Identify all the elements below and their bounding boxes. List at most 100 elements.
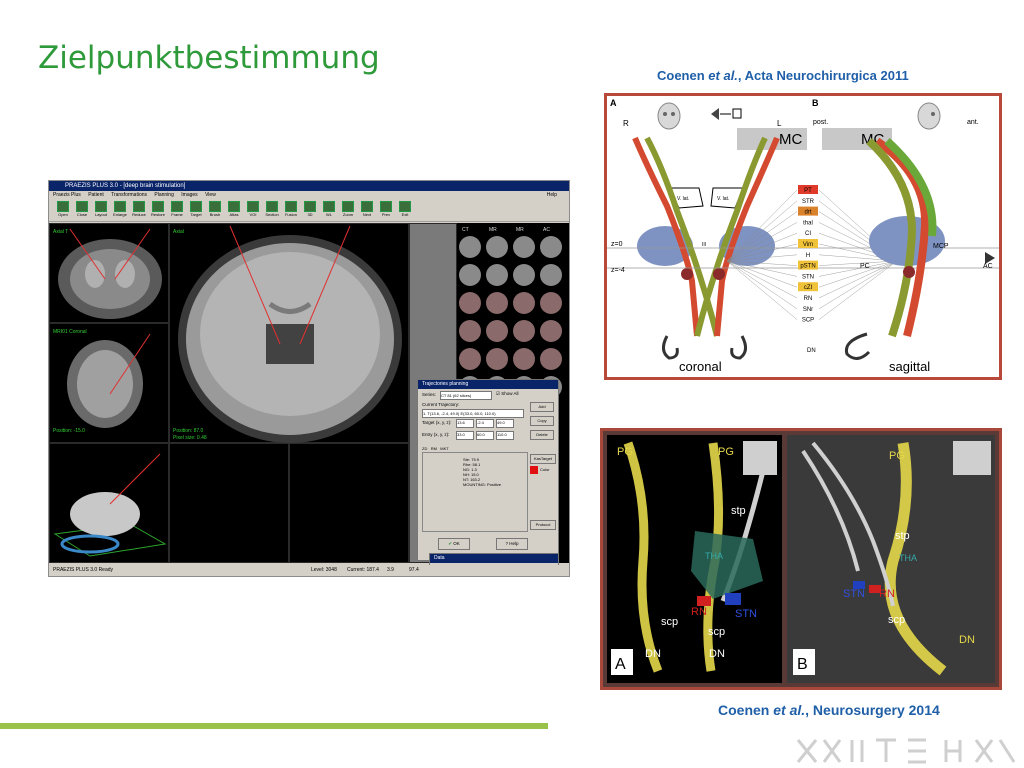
toolbar-button[interactable]: Exit: [397, 201, 413, 219]
svg-text:DN: DN: [959, 634, 975, 646]
status-value: 97.4: [409, 567, 419, 573]
menu-item[interactable]: Planning: [154, 192, 174, 198]
toolbar-button[interactable]: Reduce: [131, 201, 147, 219]
thumbnail-slice[interactable]: [486, 236, 508, 258]
toolbar-button[interactable]: Fusion: [283, 201, 299, 219]
thumbnail-slice[interactable]: [459, 348, 481, 370]
thumbnail-slice[interactable]: [459, 320, 481, 342]
show-all-checkbox[interactable]: ☑ Show All: [496, 391, 519, 396]
protocol-button[interactable]: Protocol: [530, 520, 556, 530]
copy-button[interactable]: Copy: [530, 416, 554, 426]
toolbar-label: Fusion: [284, 212, 297, 217]
svg-text:DN: DN: [645, 648, 661, 660]
toolbar-button[interactable]: Close: [74, 201, 90, 219]
toolbar-button[interactable]: Prev: [378, 201, 394, 219]
menu-item[interactable]: Patient: [88, 192, 104, 198]
target-z-field[interactable]: 49.0: [496, 419, 514, 428]
help-icon: ?: [505, 541, 508, 546]
empty-view[interactable]: [289, 443, 409, 563]
toolbar-button[interactable]: Open: [55, 201, 71, 219]
3d-view[interactable]: [49, 443, 169, 563]
entry-y-field[interactable]: 60.0: [476, 431, 494, 440]
toolbar-button[interactable]: Enlarge: [112, 201, 128, 219]
structure-label-box: [798, 303, 818, 313]
thumbnail-slice[interactable]: [540, 348, 562, 370]
axial-large-view[interactable]: Axial Position: 87.0 Pixel size: 0.48: [169, 223, 409, 443]
planning-software-screenshot: PRAEZIS PLUS 3.0 - [deep brain stimulati…: [48, 180, 570, 577]
toolbar-label: Restore: [150, 212, 165, 217]
dialog-tabs: ZD RM MKT: [422, 446, 449, 451]
current-trajectory-label: Current Trajectory:: [422, 402, 460, 407]
thumbnail-slice[interactable]: [486, 292, 508, 314]
thumbnail-slice[interactable]: [540, 236, 562, 258]
entry-x-field[interactable]: 33.0: [456, 431, 474, 440]
axial-small-view[interactable]: Axial T: [49, 223, 169, 323]
thumbnail-slice[interactable]: [513, 292, 535, 314]
thumbnail-slice[interactable]: [486, 264, 508, 286]
toolbar-label: Atlas: [229, 212, 239, 217]
kastarget-button[interactable]: KasTarget: [530, 454, 556, 464]
thumbnail-slice[interactable]: [486, 348, 508, 370]
entry-z-field[interactable]: 110.0: [496, 431, 514, 440]
toolbar-button[interactable]: Brush: [207, 201, 223, 219]
toolbar-button[interactable]: Section: [264, 201, 280, 219]
thumbnail-slice[interactable]: [513, 320, 535, 342]
thumbnail-slice[interactable]: [459, 236, 481, 258]
software-status-bar: PRAEZIS PLUS 3.0 Ready Level: 3048 Curre…: [49, 565, 569, 576]
thumbnail-slice[interactable]: [513, 236, 535, 258]
toolbar-button[interactable]: Frame: [169, 201, 185, 219]
structure-label-box: [798, 282, 818, 292]
toolbar-button[interactable]: Target: [188, 201, 204, 219]
thumbnail-slice[interactable]: [513, 348, 535, 370]
toolbar-button[interactable]: WL: [321, 201, 337, 219]
empty-view[interactable]: [169, 443, 289, 563]
tab-mkt[interactable]: MKT: [440, 446, 449, 451]
toolbar-button[interactable]: Layout: [93, 201, 109, 219]
menu-item[interactable]: Images: [181, 192, 198, 198]
leader-line: [818, 260, 898, 266]
toolbar-button[interactable]: Atlas: [226, 201, 242, 219]
toolbar-icon: [152, 201, 164, 212]
thumbnail-slice[interactable]: [513, 264, 535, 286]
thumbnail-slice[interactable]: [459, 292, 481, 314]
add-button[interactable]: Add: [530, 402, 554, 412]
menu-item[interactable]: Help: [546, 192, 557, 198]
color-swatch[interactable]: [530, 466, 538, 474]
ok-button[interactable]: ✔ OK: [438, 538, 470, 550]
help-button[interactable]: ? Help: [496, 538, 528, 550]
target-x-field[interactable]: 13.6: [456, 419, 474, 428]
svg-text:scp: scp: [661, 616, 678, 628]
dialog2-title: Data: [430, 554, 558, 563]
toolbar-icon: [361, 201, 373, 212]
toolbar-label: Exit: [401, 212, 409, 217]
toolbar-icon: [57, 201, 69, 212]
menu-item[interactable]: Transformations: [111, 192, 148, 198]
toolbar-button[interactable]: Zoom: [340, 201, 356, 219]
toolbar-button[interactable]: VOI: [245, 201, 261, 219]
menu-item[interactable]: View: [205, 192, 216, 198]
delete-button[interactable]: Delete: [530, 430, 554, 440]
thumbnail-slice[interactable]: [459, 264, 481, 286]
tab-zd[interactable]: ZD: [422, 446, 428, 451]
target-y-field[interactable]: -2.4: [476, 419, 494, 428]
svg-text:DN: DN: [709, 648, 725, 660]
structure-label-box: [798, 206, 818, 216]
menu-item[interactable]: Praezis Plus: [53, 192, 81, 198]
thumbnail-slice[interactable]: [540, 320, 562, 342]
toolbar-button[interactable]: Restore: [150, 201, 166, 219]
thumbnail-slice[interactable]: [486, 320, 508, 342]
structure-label: thal: [803, 220, 813, 226]
toolbar-button[interactable]: Next: [359, 201, 375, 219]
leader-line: [726, 254, 798, 262]
svg-text:Axial: Axial: [173, 229, 184, 235]
trajectory-select[interactable]: 1. T(13.6, -2.4, 49.0) E(33.0, 60.0, 110…: [422, 409, 524, 418]
coronal-view[interactable]: MRI01 Coronal Position: -15.0: [49, 323, 169, 443]
tab-rm[interactable]: RM: [430, 446, 437, 451]
thumbnail-slice[interactable]: [540, 264, 562, 286]
series-select[interactable]: CT 81 (62 slices): [440, 391, 492, 400]
thumbnail-slice[interactable]: [540, 292, 562, 314]
toolbar-button[interactable]: 3D: [302, 201, 318, 219]
dentate-right: [730, 335, 747, 360]
leader-line: [726, 233, 798, 262]
